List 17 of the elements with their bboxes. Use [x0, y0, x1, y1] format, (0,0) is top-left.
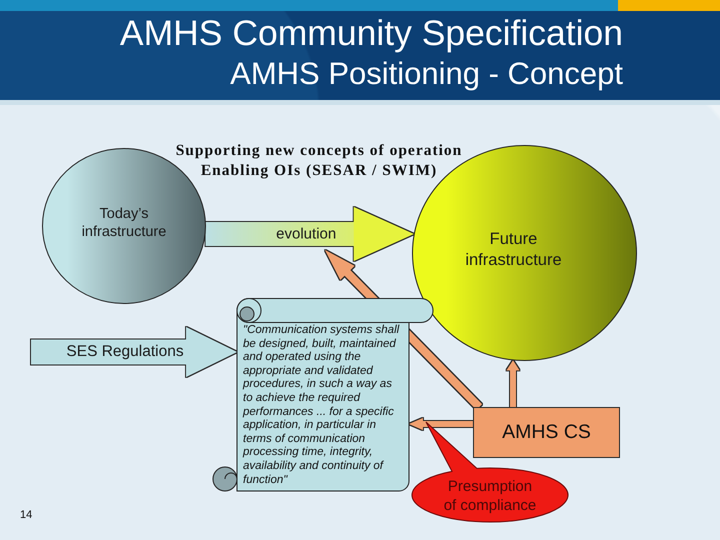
slide-subtitle: AMHS Positioning - Concept — [230, 56, 623, 92]
arrow — [408, 418, 473, 430]
node-label: Future infrastructure — [464, 229, 563, 271]
block-arrow — [206, 207, 414, 261]
slide-title: AMHS Community Specification — [120, 12, 623, 54]
arrow — [506, 360, 520, 407]
node-label: AMHS CS — [502, 421, 591, 444]
heading-text: Supporting new concepts of operation Enabling OIs (SESAR / SWIM) — [174, 141, 464, 181]
edge-label: SES Regulations — [66, 343, 184, 361]
block-arrow — [31, 327, 238, 377]
node-label: Presumption of compliance — [442, 476, 538, 516]
process-box — [473, 407, 620, 458]
quote-text: "Communication systems shall be designed, built, maintained and operated using the appropriate and validated procedures, in such a way as to achieve the required performances ... for a specific application, in particular in terms of communication processing time, integrity, availability and continuity of function" — [243, 324, 400, 488]
page-number: 14 — [20, 509, 32, 521]
scroll-shape — [212, 298, 434, 494]
edge-label: evolution — [276, 226, 336, 242]
node-label: Today’s infrastructure — [80, 204, 168, 242]
